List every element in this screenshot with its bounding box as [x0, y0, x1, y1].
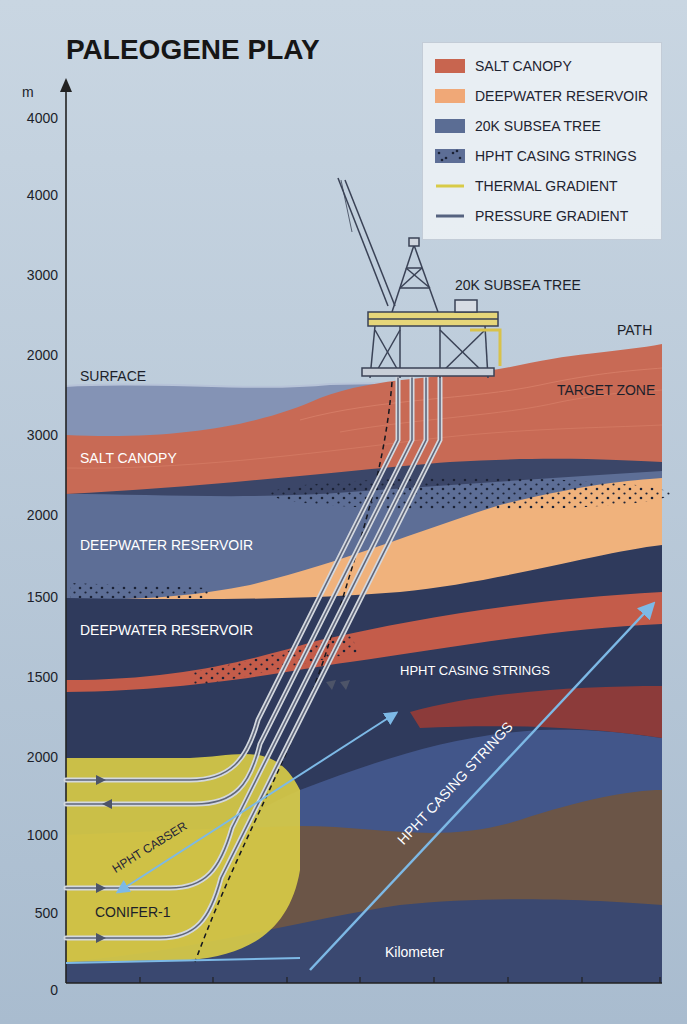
diagram-title: PALEOGENE PLAY: [66, 34, 320, 66]
axis-tick-label: 1000: [27, 827, 58, 843]
axis-ticks: [140, 977, 660, 983]
legend-swatch: [435, 89, 465, 103]
axis-tick-label: 1500: [27, 589, 58, 605]
feature-label: PATH: [617, 322, 652, 338]
legend-sample: [435, 149, 465, 163]
axis-tick-label: 2000: [27, 347, 58, 363]
shale-layer: [66, 545, 662, 983]
depth-axis: [65, 86, 67, 983]
axis-tick-label: 2000: [27, 507, 58, 523]
axis-tick-label: 4000: [27, 110, 58, 126]
legend-text: DEEPWATER RESERVOIR: [475, 88, 648, 104]
well-bores: [66, 378, 440, 938]
legend-sample: [435, 179, 465, 193]
legend-text: PRESSURE GRADIENT: [475, 208, 628, 224]
platform-label: 20K SUBSEA TREE: [455, 277, 581, 293]
legend-text: SALT CANOPY: [475, 58, 572, 74]
salt-canopy-layer: [66, 344, 662, 983]
casing-arrow: [118, 713, 396, 892]
reservoir-sand-layer: [66, 478, 662, 983]
layer-label: TARGET ZONE: [557, 382, 655, 398]
axis-tick-label: 3000: [27, 267, 58, 283]
axis-tick-label: 4000: [27, 187, 58, 203]
flow-arrows: [96, 680, 350, 943]
axis-tick-label: 3000: [27, 427, 58, 443]
layer-label: SALT CANOPY: [80, 450, 177, 466]
layer-label: DEEPWATER RESERVOIR: [80, 537, 253, 553]
axis-tick-label: 500: [35, 905, 58, 921]
blue-layer: [66, 730, 662, 983]
axis-label: Kilometer: [385, 944, 444, 960]
dot-pattern: [190, 636, 360, 686]
layer-label: SURFACE: [80, 368, 146, 384]
pressure-arrow: [310, 604, 653, 970]
legend-text: THERMAL GRADIENT: [475, 178, 618, 194]
legend-swatch: [435, 59, 465, 73]
salt-stripe-layer: [66, 592, 662, 983]
legend-row: SALT CANOPY: [435, 51, 649, 81]
deepwater-reservoir-layer: [66, 471, 662, 983]
axis-unit: m: [22, 84, 34, 100]
distance-axis: [66, 982, 662, 984]
casing-label: HPHT CASING STRINGS: [400, 664, 550, 679]
dot-pattern: [270, 478, 670, 510]
legend-row: PRESSURE GRADIENT: [435, 201, 649, 231]
legend-row: DEEPWATER RESERVOIR: [435, 81, 649, 111]
legend-row: HPHT CASING STRINGS: [435, 141, 649, 171]
gradient-line: [66, 958, 300, 963]
axis-tick-label: 2000: [27, 749, 58, 765]
legend-row: 20K SUBSEA TREE: [435, 111, 649, 141]
axis-arrow: [60, 78, 72, 92]
well-name: CONIFER-1: [95, 904, 170, 920]
strata-line: [300, 368, 662, 420]
legend-row: THERMAL GRADIENT: [435, 171, 649, 201]
dot-pattern: [70, 583, 210, 598]
legend-box: SALT CANOPY DEEPWATER RESERVOIR 20K SUBSEA…: [422, 42, 662, 240]
axis-tick-label: 1500: [27, 669, 58, 685]
legend-text: HPHT CASING STRINGS: [475, 148, 637, 164]
axis-tick-label: 0: [50, 982, 58, 998]
legend-swatch: [435, 119, 465, 133]
layer-label: DEEPWATER RESERVOIR: [80, 622, 253, 638]
legend-sample: [435, 209, 465, 223]
legend-text: 20K SUBSEA TREE: [475, 118, 601, 134]
